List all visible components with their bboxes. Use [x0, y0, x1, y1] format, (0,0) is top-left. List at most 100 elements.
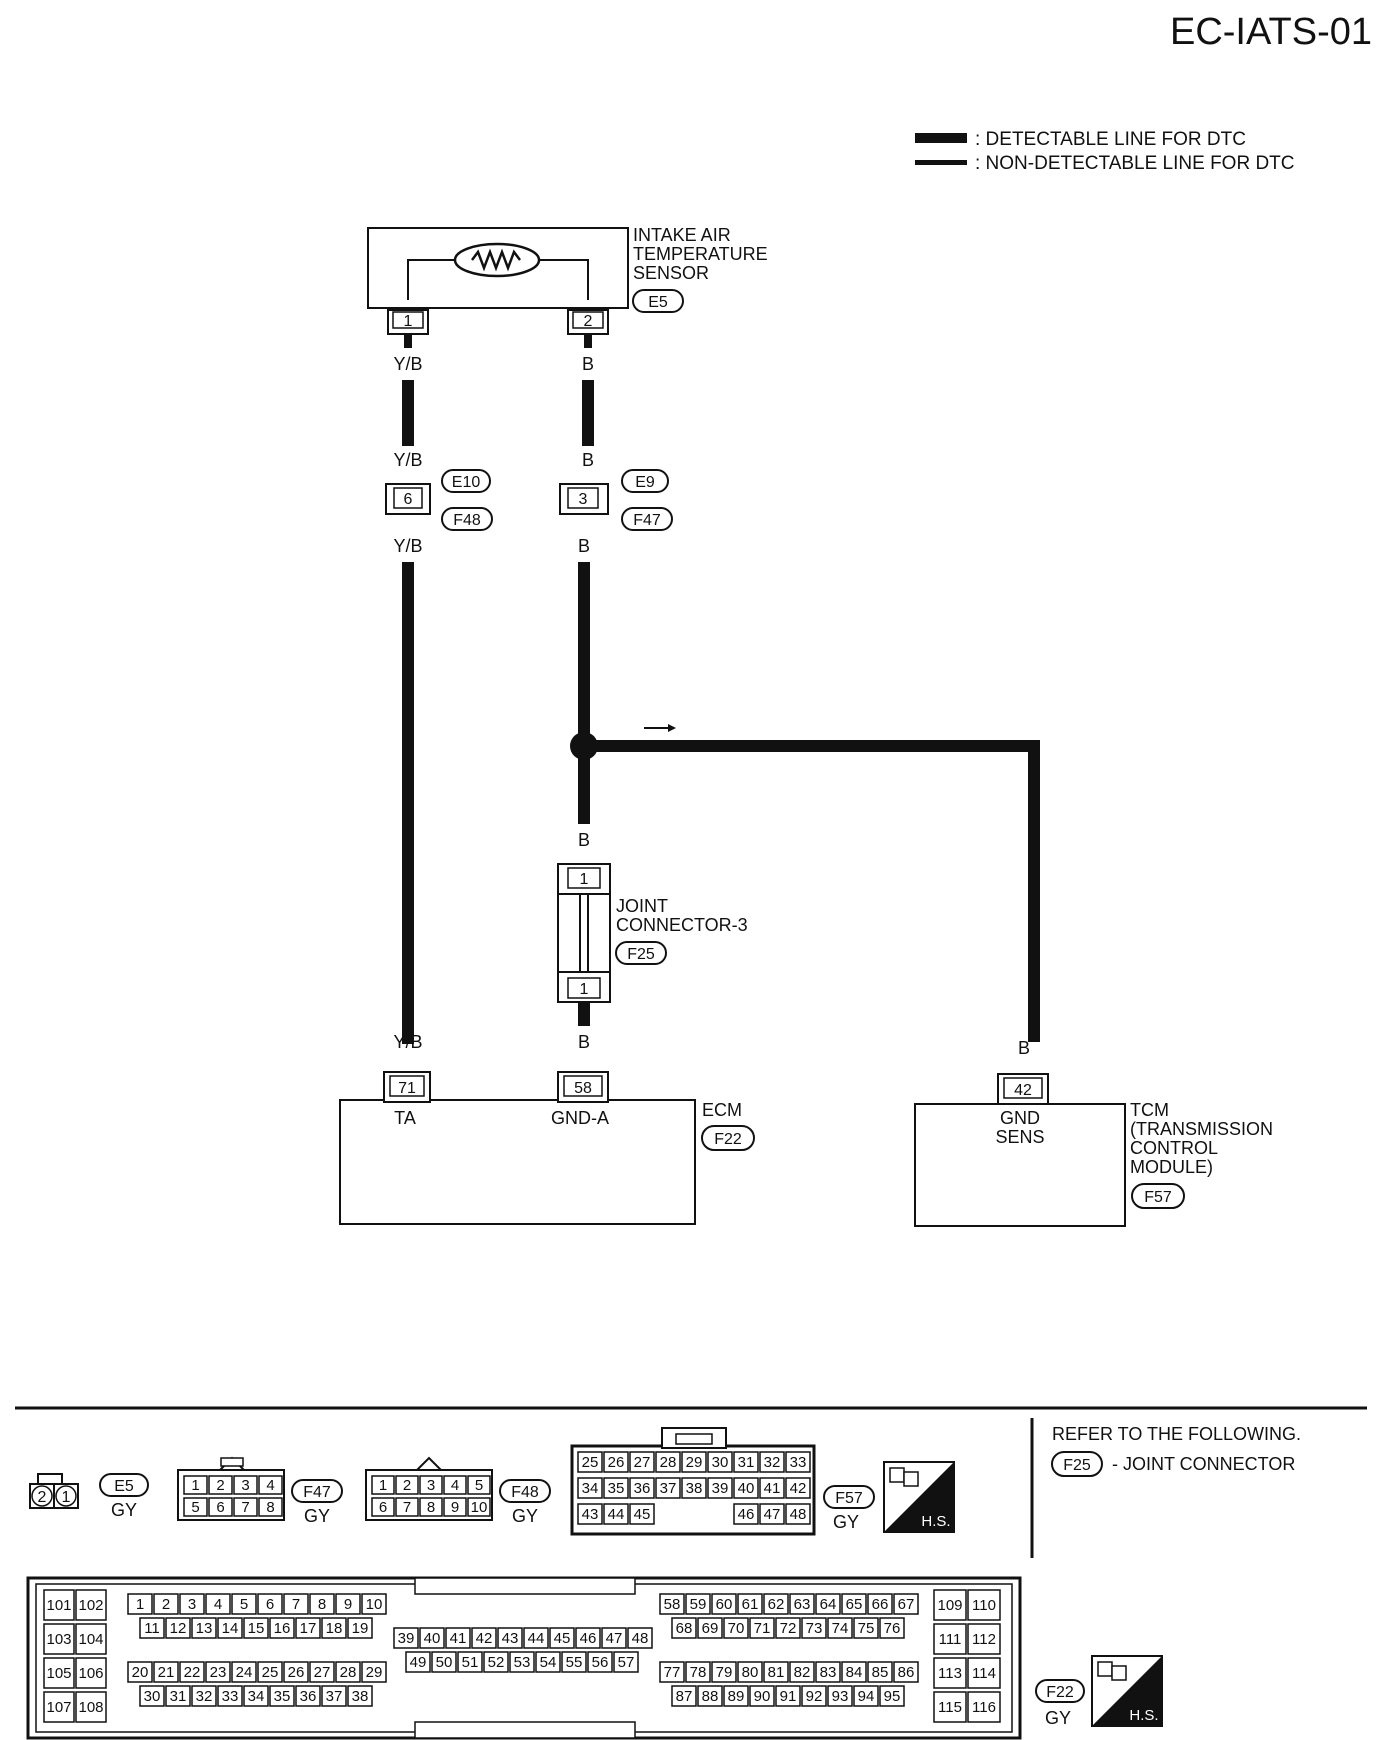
pin-cell — [395, 1497, 419, 1517]
wire-label-yb-1: Y/B — [393, 354, 422, 374]
pin-cell — [627, 1627, 653, 1649]
pin-cell — [561, 1651, 587, 1673]
ecm-signal-ta: TA — [394, 1108, 416, 1128]
pin-cell — [509, 1651, 535, 1673]
pin-number: 28 — [660, 1454, 677, 1471]
inline-right-pin: 3 — [579, 491, 588, 508]
pin-cell — [685, 1661, 711, 1683]
f57-id: F57 — [835, 1490, 863, 1507]
pin-cell — [179, 1661, 205, 1683]
pin-number: 19 — [352, 1620, 369, 1637]
pin-number: 36 — [634, 1480, 651, 1497]
wire-segment — [402, 380, 414, 446]
sensor-pin-2: 2 — [584, 313, 593, 330]
pin-number: 34 — [248, 1688, 265, 1705]
pin-cell — [431, 1651, 457, 1673]
pin-cell — [371, 1497, 395, 1517]
pin-cell — [785, 1503, 811, 1525]
tcm-connector-id: F57 — [1144, 1189, 1172, 1206]
pin-cell — [827, 1617, 853, 1639]
pin-number: 104 — [78, 1631, 103, 1648]
pin-cell — [733, 1477, 759, 1499]
pin-number: 79 — [716, 1664, 733, 1681]
pin-cell — [763, 1593, 789, 1615]
pin-number: 48 — [632, 1630, 649, 1647]
pin-cell — [217, 1685, 243, 1707]
pin-cell — [867, 1661, 893, 1683]
joint-pin-bottom: 1 — [580, 981, 589, 998]
pin-cell — [335, 1593, 361, 1615]
pin-cell — [283, 1661, 309, 1683]
pin-cell — [967, 1623, 1001, 1655]
pin-number: 8 — [427, 1499, 435, 1516]
pin-number: 114 — [972, 1665, 996, 1682]
pin-number: 66 — [872, 1596, 889, 1613]
pin-cell — [295, 1685, 321, 1707]
wire-yb: Y/B Y/B 6 E10 F48 Y/B Y/B — [385, 334, 493, 1052]
pin-number: 38 — [686, 1480, 703, 1497]
pin-cell — [785, 1477, 811, 1499]
pin-cell — [629, 1477, 655, 1499]
pin-number: 91 — [780, 1688, 797, 1705]
pin-cell — [655, 1477, 681, 1499]
pin-number: 93 — [832, 1688, 849, 1705]
e5-pin-2: 2 — [38, 1489, 47, 1506]
pin-cell — [471, 1627, 497, 1649]
wire-b: B B 3 E9 F47 B B 1 1 JOINT — [557, 334, 1040, 1058]
pin-cell — [785, 1451, 811, 1473]
pin-cell — [723, 1685, 749, 1707]
pin-cell — [165, 1617, 191, 1639]
joint-connector-id: F25 — [627, 946, 655, 963]
pin-cell — [75, 1589, 107, 1621]
tcm-name-line1: TCM — [1130, 1100, 1169, 1120]
pin-cell — [347, 1617, 373, 1639]
sensor-pin-1: 1 — [404, 313, 413, 330]
pin-number: 41 — [764, 1480, 781, 1497]
pin-number: 25 — [582, 1454, 599, 1471]
tcm-box — [914, 1103, 1126, 1227]
pin-cell — [737, 1593, 763, 1615]
pin-number: 5 — [240, 1596, 248, 1613]
pin-number: 37 — [660, 1480, 677, 1497]
pin-number: 31 — [170, 1688, 187, 1705]
pin-cell — [419, 1627, 445, 1649]
pin-number: 54 — [540, 1654, 557, 1671]
tcm-signal-line1: GND — [1000, 1108, 1040, 1128]
f48-id: F48 — [511, 1484, 539, 1501]
pin-cell — [217, 1617, 243, 1639]
pin-number: 42 — [790, 1480, 807, 1497]
wire-label-b-4: B — [578, 830, 590, 850]
pin-number: 112 — [972, 1631, 996, 1648]
pin-number: 44 — [528, 1630, 545, 1647]
wire-to-tcm-horizontal — [584, 740, 1040, 752]
pin-number: 87 — [676, 1688, 693, 1705]
pin-cell — [759, 1451, 785, 1473]
pin-number: 25 — [262, 1664, 279, 1681]
pin-number: 56 — [592, 1654, 609, 1671]
pin-number: 94 — [858, 1688, 875, 1705]
pin-number: 30 — [144, 1688, 161, 1705]
pin-number: 44 — [608, 1506, 625, 1523]
pin-number: 3 — [241, 1477, 249, 1494]
pin-number: 3 — [188, 1596, 196, 1613]
wire-label-b-3: B — [578, 536, 590, 556]
pin-number: 60 — [716, 1596, 733, 1613]
pin-number: 113 — [938, 1665, 962, 1682]
pin-number: 62 — [768, 1596, 785, 1613]
pin-number: 20 — [132, 1664, 149, 1681]
pin-number: 37 — [326, 1688, 343, 1705]
pin-cell — [893, 1593, 919, 1615]
pin-cell — [933, 1589, 967, 1621]
pin-number: 101 — [46, 1597, 71, 1614]
pin-cell — [269, 1685, 295, 1707]
pin-cell — [815, 1661, 841, 1683]
wire-segment — [578, 752, 590, 824]
pin-cell — [243, 1685, 269, 1707]
pin-cell — [395, 1475, 419, 1495]
pin-number: 43 — [582, 1506, 599, 1523]
pin-number: 76 — [884, 1620, 901, 1637]
pin-cell — [681, 1451, 707, 1473]
wire-label-b-5: B — [578, 1032, 590, 1052]
